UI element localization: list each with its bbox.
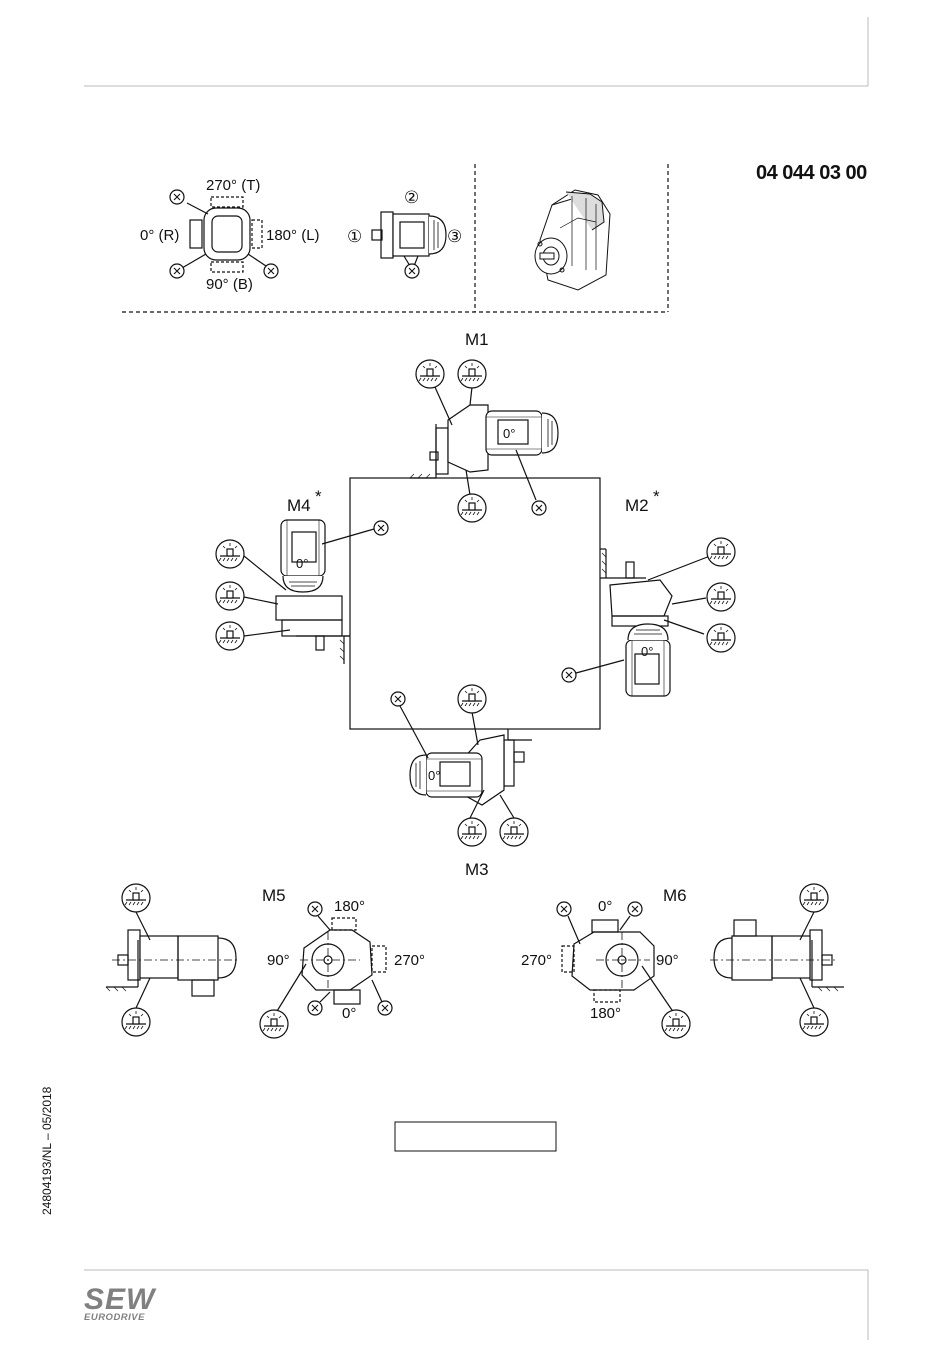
m6-angle-bottom: 180° xyxy=(590,1005,621,1022)
label-m6: M6 xyxy=(663,886,687,905)
m5-angle-top: 180° xyxy=(334,898,365,915)
position-m4-motor xyxy=(216,520,388,664)
cable-entry-positions xyxy=(372,212,446,278)
label-m3: M3 xyxy=(465,860,489,879)
m6-angle-top: 0° xyxy=(598,898,612,915)
label-90-b: 90° (B) xyxy=(206,276,253,293)
m4-motor-angle: 0° xyxy=(296,556,308,571)
position-m1-motor xyxy=(410,360,558,522)
position-m5-front-view xyxy=(260,902,392,1038)
label-cable-2: ② xyxy=(404,188,419,207)
position-m3-motor xyxy=(391,685,532,846)
label-m4: M4 xyxy=(287,496,311,515)
gearmotor-illustration xyxy=(535,190,610,290)
label-180-l: 180° (L) xyxy=(266,227,320,244)
m5-angle-left: 90° xyxy=(267,952,290,969)
m6-angle-right: 90° xyxy=(656,952,679,969)
position-m6-front-view xyxy=(557,902,690,1038)
position-m2-motor xyxy=(562,538,735,696)
label-m2: M2 xyxy=(625,496,649,515)
label-0-r: 0° (R) xyxy=(140,227,179,244)
label-m2-star: * xyxy=(653,487,660,506)
m6-angle-left: 270° xyxy=(521,952,552,969)
position-m6-side-view xyxy=(710,884,844,1036)
terminal-box-orientation xyxy=(170,190,278,278)
position-m5-side-view xyxy=(106,884,240,1036)
label-cable-3: ③ xyxy=(447,227,462,246)
label-m1: M1 xyxy=(465,330,489,349)
m1-motor-angle: 0° xyxy=(503,426,515,441)
m2-motor-angle: 0° xyxy=(641,644,653,659)
m3-motor-angle: 0° xyxy=(428,768,440,783)
label-270-t: 270° (T) xyxy=(206,177,260,194)
m5-angle-right: 270° xyxy=(394,952,425,969)
label-cable-1: ① xyxy=(347,227,362,246)
label-m4-star: * xyxy=(315,487,322,506)
m5-angle-bottom: 0° xyxy=(342,1005,356,1022)
label-m5: M5 xyxy=(262,886,286,905)
